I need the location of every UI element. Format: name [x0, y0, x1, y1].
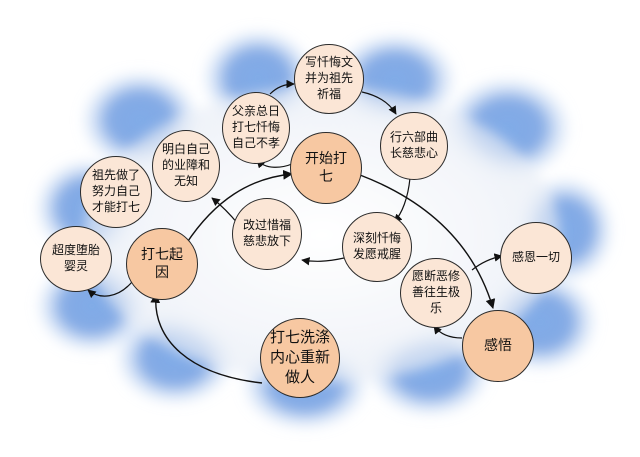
node-qiyin[interactable]: 打七起因 [126, 228, 198, 300]
node-label: 行六部曲长慈悲心 [389, 130, 438, 160]
node-kaishi[interactable]: 开始打七 [290, 132, 362, 204]
node-ganwu[interactable]: 感悟 [462, 310, 534, 382]
arrow-fuqin-to-xie [269, 79, 295, 95]
node-liubu[interactable]: 行六部曲长慈悲心 [380, 112, 448, 180]
node-label: 超度堕胎婴灵 [51, 243, 100, 273]
arrow-qiyin-to-chaodu [87, 281, 133, 299]
node-zuxian[interactable]: 祖先做了努力自己才能打七 [80, 156, 152, 228]
node-label: 明白自己的业障和无知 [161, 142, 210, 188]
arrow-group [87, 79, 503, 384]
arrow-kaishi-to-ganwu [359, 174, 496, 309]
node-mingbai[interactable]: 明白自己的业障和无知 [152, 130, 220, 202]
node-label: 感悟 [484, 337, 512, 354]
node-label: 打七洗涤内心重新做人 [269, 328, 330, 386]
node-gaiguo[interactable]: 改过惜福慈悲放下 [232, 198, 302, 270]
node-ganen[interactable]: 感恩一切 [500, 222, 572, 294]
arrow-xie-to-liubu [361, 91, 397, 115]
node-label: 开始打七 [305, 150, 347, 185]
node-label: 父亲总日打七忏悔自己不孝 [231, 104, 280, 150]
node-label: 感恩一切 [511, 250, 560, 265]
node-yuanduan[interactable]: 愿断恶修善往生极乐 [400, 258, 472, 328]
node-label: 愿断恶修善往生极乐 [411, 269, 460, 315]
node-label: 祖先做了努力自己才能打七 [91, 168, 140, 214]
arrow-xidi-to-qiyin [150, 293, 263, 384]
node-label: 打七起因 [141, 246, 183, 281]
node-label: 写忏悔文并为祖先祈福 [304, 55, 353, 101]
arrow-qiyin-to-kaishi [185, 169, 293, 245]
node-label: 深刻忏悔发愿戒腥 [352, 231, 401, 261]
node-xie-chanhui[interactable]: 写忏悔文并为祖先祈福 [294, 44, 364, 114]
arrow-yuanduan-to-ganen [471, 253, 503, 271]
node-label: 改过惜福慈悲放下 [242, 218, 291, 248]
node-chaodu[interactable]: 超度堕胎婴灵 [40, 226, 112, 292]
arrow-shenke-to-gaiguo [301, 257, 345, 266]
node-xidi[interactable]: 打七洗涤内心重新做人 [260, 318, 340, 398]
node-shenke[interactable]: 深刻忏悔发愿戒腥 [342, 212, 412, 282]
node-fuqin[interactable]: 父亲总日打七忏悔自己不孝 [222, 92, 290, 164]
